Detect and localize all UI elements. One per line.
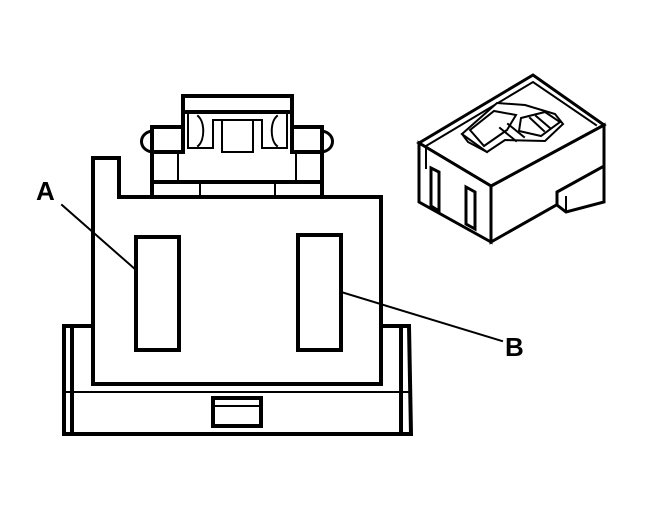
terminal-cavity-a bbox=[134, 235, 181, 352]
iso-cavity-a bbox=[429, 165, 441, 214]
leader-line-a bbox=[60, 203, 138, 272]
callout-a: A bbox=[36, 176, 138, 272]
leader-line-b bbox=[339, 290, 504, 343]
iso-side-tab bbox=[555, 163, 606, 214]
callout-label-a: A bbox=[36, 176, 55, 206]
connector-isometric-view bbox=[416, 73, 607, 245]
isometric-latch bbox=[460, 101, 565, 154]
connector-latch bbox=[140, 94, 334, 199]
iso-cavity-b bbox=[464, 184, 477, 232]
callout-label-b: B bbox=[505, 332, 524, 362]
terminal-cavity-b bbox=[296, 233, 343, 352]
connector-face-view bbox=[62, 94, 414, 436]
base-slot bbox=[211, 396, 263, 428]
callout-b: B bbox=[339, 290, 524, 362]
connector-base-flange bbox=[62, 324, 414, 436]
